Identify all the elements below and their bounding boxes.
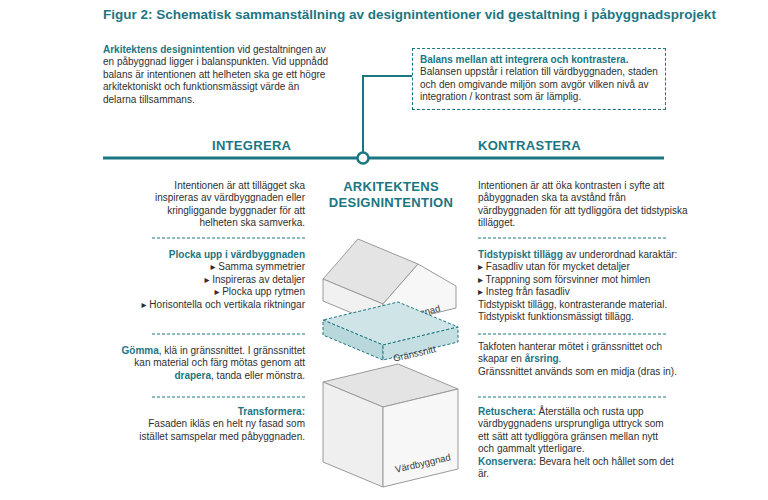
body-text: , tanda eller mönstra. [211, 370, 305, 381]
highlight-term: Transformera: [238, 406, 305, 417]
text-line: Fasaden ikläs en helt ny fasad som istäl… [120, 418, 305, 443]
body-text: ▸ Plocka upp rytmen [214, 286, 305, 297]
box-heading: Balans mellan att integrera och kontrast… [420, 54, 658, 66]
text-line: ▸ Trappning som försvinner mot himlen [478, 274, 703, 286]
highlight-term: Retuschera: [478, 406, 536, 417]
text-line: INTEGRERA [212, 140, 312, 152]
text-block: Gömma, klä in gränssnittet. I gränssnitt… [110, 345, 305, 382]
text-line: Konservera: Bevara helt och hållet som d… [478, 456, 676, 481]
body-text: INTEGRERA [212, 138, 291, 153]
separator [478, 238, 668, 239]
body-text: Tidstypiskt tillägg, kontrasterande mate… [478, 299, 667, 310]
text-line: Gränssnittet används som en midja (dras … [478, 366, 678, 378]
body-text: Intentionen är att öka kontrasten i syft… [478, 180, 688, 228]
text-block: INTEGRERA [212, 140, 312, 152]
text-block: ARKITEKTENS DESIGNINTENTION [312, 179, 470, 211]
body-text: Takfoten hanterar mötet i gränssnittet o… [478, 341, 662, 364]
separator [478, 397, 668, 398]
text-block: Takfoten hanterar mötet i gränssnittet o… [478, 341, 678, 378]
text-block: Intentionen är att öka kontrasten i syft… [478, 180, 693, 230]
text-line: Tidstypiskt funktionsmässigt tillägg. [478, 311, 703, 323]
separator [152, 238, 305, 239]
body-text: ▸ Horisontella och vertikala riktningar [142, 299, 305, 310]
highlight-term: Arkitektens designintention [103, 44, 235, 55]
dashed-callout-box: Balans mellan att integrera och kontrast… [412, 48, 666, 110]
text-block: Tidstypiskt tillägg av underordnad karak… [478, 249, 703, 323]
text-line: Intentionen är att tillägget ska inspire… [140, 180, 305, 230]
balance-point [358, 153, 369, 164]
text-block: Retuschera: Återställa och rusta upp vär… [478, 406, 676, 480]
text-line: Takfoten hanterar mötet i gränssnittet o… [478, 341, 678, 366]
separator [478, 334, 668, 335]
separator [152, 334, 305, 335]
box-body: Balansen uppstår i relation till värdbyg… [420, 66, 658, 103]
text-block: KONTRASTERA [478, 140, 608, 152]
body-text: av underordnad karaktär: [566, 249, 678, 260]
text-line: Retuschera: Återställa och rusta upp vär… [478, 406, 676, 456]
body-text: , klä in gränssnittet. I gränssnittet ka… [134, 345, 305, 368]
building-part: Värdbyggnad [318, 362, 463, 494]
text-line: Plocka upp i värdbyggnaden [110, 249, 305, 261]
text-line: KONTRASTERA [478, 140, 608, 152]
text-line: Transformera: [120, 406, 305, 418]
body-text: . [559, 353, 562, 364]
text-line: Gömma, klä in gränssnittet. I gränssnitt… [110, 345, 305, 382]
highlight-term: årsring [525, 353, 559, 364]
leader-line [363, 76, 412, 152]
separator [152, 397, 305, 398]
text-line: ▸ Fasadliv utan för mycket detaljer [478, 261, 703, 273]
text-line: ▸ Insteg från fasadliv [478, 286, 703, 298]
highlight-term: Gömma [122, 345, 159, 356]
highlight-term: Tidstypiskt tillägg [478, 249, 563, 260]
text-block: Intentionen är att tillägget ska inspire… [140, 180, 305, 230]
text-line: Arkitektens designintention vid gestaltn… [103, 44, 333, 106]
text-line: Tidstypiskt tillägg av underordnad karak… [478, 249, 703, 261]
isometric-block [318, 362, 463, 494]
building-part: Gränssnitt [318, 300, 463, 366]
body-text: ARKITEKTENS DESIGNINTENTION [329, 179, 453, 210]
main-axis [103, 157, 664, 160]
text-line: ▸ Inspireras av detaljer [110, 274, 305, 286]
body-text: ▸ Insteg från fasadliv [478, 286, 570, 297]
body-text: ▸ Trappning som försvinner mot himlen [478, 274, 650, 285]
body-text: ▸ Fasadliv utan för mycket detaljer [478, 261, 630, 272]
figure-title: Figur 2: Schematisk sammanställning av d… [103, 7, 716, 22]
isometric-block [318, 300, 463, 366]
body-text: ▸ Samma symmetrier [211, 261, 305, 272]
text-block: Arkitektens designintention vid gestaltn… [103, 44, 333, 106]
text-block: Plocka upp i värdbyggnaden▸ Samma symmet… [110, 249, 305, 311]
text-line: ARKITEKTENS DESIGNINTENTION [312, 179, 470, 211]
text-block: Transformera:Fasaden ikläs en helt ny fa… [120, 406, 305, 443]
highlight-term: drapera [174, 370, 211, 381]
highlight-term: Plocka upp i värdbyggnaden [169, 249, 305, 260]
text-line: Tidstypiskt tillägg, kontrasterande mate… [478, 299, 703, 311]
highlight-term: Konservera: [478, 456, 536, 467]
body-text: ▸ Inspireras av detaljer [204, 274, 305, 285]
text-line: ▸ Plocka upp rytmen [110, 286, 305, 298]
text-line: ▸ Horisontella och vertikala riktningar [110, 299, 305, 311]
text-line: ▸ Samma symmetrier [110, 261, 305, 273]
body-text: KONTRASTERA [478, 138, 581, 153]
body-text: Tidstypiskt funktionsmässigt tillägg. [478, 311, 634, 322]
body-text: Intentionen är att tillägget ska inspire… [155, 180, 305, 228]
body-text: Gränssnittet används som en midja (dras … [478, 366, 677, 377]
body-text: Fasaden ikläs en helt ny fasad som istäl… [139, 418, 305, 441]
text-line: Intentionen är att öka kontrasten i syft… [478, 180, 693, 230]
